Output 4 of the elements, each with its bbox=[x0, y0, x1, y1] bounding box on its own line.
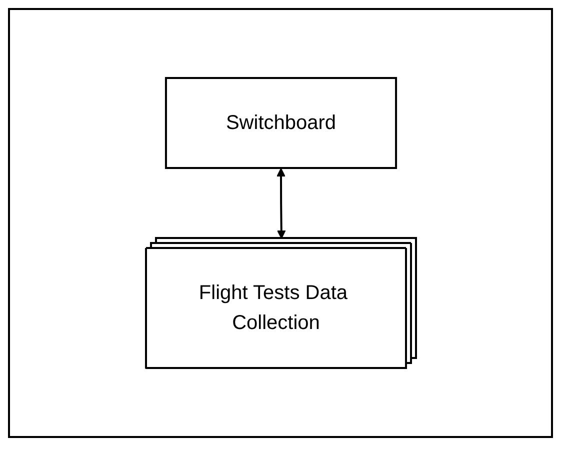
arrow bbox=[276, 168, 286, 239]
node-box bbox=[164, 77, 397, 169]
node-text: Flight Tests Data Collection bbox=[198, 282, 348, 334]
diagram-frame: Switchboard Flight Tests Data Collection bbox=[8, 8, 553, 438]
